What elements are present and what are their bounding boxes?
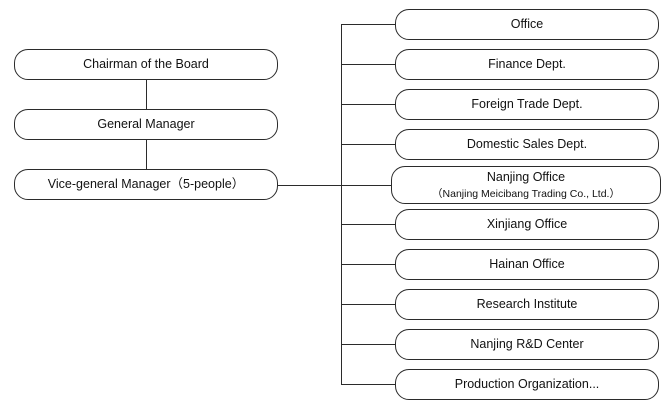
finance-dept-label: Finance Dept. [488, 57, 566, 72]
branch-hainan-office [341, 264, 395, 265]
office-node: Office [395, 9, 659, 40]
chairman-node: Chairman of the Board [14, 49, 278, 80]
branch-research-institute [341, 304, 395, 305]
nanjing-rd-center-label: Nanjing R&D Center [470, 337, 584, 352]
foreign-trade-dept-label: Foreign Trade Dept. [471, 97, 583, 112]
foreign-trade-dept-node: Foreign Trade Dept. [395, 89, 659, 120]
branch-nanjing-office [341, 185, 391, 186]
nanjing-office-node: Nanjing Office （Nanjing Meicibang Tradin… [391, 166, 661, 204]
production-organization-node: Production Organization... [395, 369, 659, 400]
hainan-office-label: Hainan Office [489, 257, 565, 272]
branch-domestic-sales [341, 144, 395, 145]
chairman-label: Chairman of the Board [83, 57, 209, 72]
research-institute-node: Research Institute [395, 289, 659, 320]
connector-vgm-trunk [278, 185, 342, 186]
office-label: Office [510, 17, 544, 32]
domestic-sales-dept-label: Domestic Sales Dept. [466, 137, 588, 152]
vice-general-manager-label: Vice-general Manager（5-people） [47, 177, 245, 192]
nanjing-office-label: Nanjing Office [486, 170, 566, 185]
branch-xinjiang-office [341, 224, 395, 225]
branch-nanjing-rd-center [341, 344, 395, 345]
hainan-office-node: Hainan Office [395, 249, 659, 280]
general-manager-node: General Manager [14, 109, 278, 140]
connector-gm-vgm [146, 140, 147, 170]
branch-office [341, 24, 395, 25]
connector-chairman-gm [146, 80, 147, 110]
xinjiang-office-node: Xinjiang Office [395, 209, 659, 240]
nanjing-office-sublabel: （Nanjing Meicibang Trading Co., Ltd.） [432, 187, 620, 200]
finance-dept-node: Finance Dept. [395, 49, 659, 80]
nanjing-rd-center-node: Nanjing R&D Center [395, 329, 659, 360]
xinjiang-office-label: Xinjiang Office [486, 217, 568, 232]
trunk-line [341, 24, 342, 385]
branch-foreign-trade [341, 104, 395, 105]
research-institute-label: Research Institute [476, 297, 578, 312]
production-organization-label: Production Organization... [454, 377, 600, 392]
branch-production-organization [341, 384, 395, 385]
domestic-sales-dept-node: Domestic Sales Dept. [395, 129, 659, 160]
branch-finance [341, 64, 395, 65]
general-manager-label: General Manager [97, 117, 195, 132]
vice-general-manager-node: Vice-general Manager（5-people） [14, 169, 278, 200]
